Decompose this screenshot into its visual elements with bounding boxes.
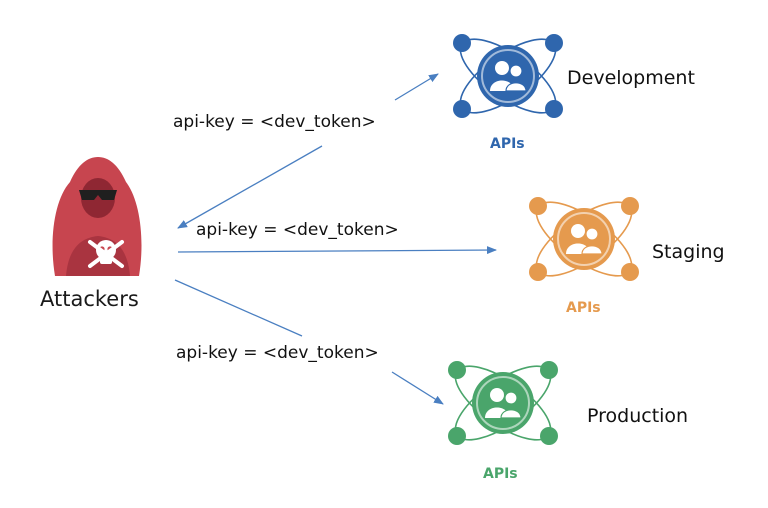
arrow-attacker-to-prod-label [174, 279, 303, 337]
arrow-to-production [391, 371, 444, 405]
arrow-to-staging [177, 246, 497, 255]
arrow-to-development [394, 73, 439, 101]
api-network-users-icon [453, 34, 563, 118]
edge-label-staging: api-key = <dev_token> [196, 220, 399, 240]
edge-label-development: api-key = <dev_token> [173, 112, 376, 132]
env-label-production: Production [587, 405, 689, 427]
api-network-users-icon [448, 361, 558, 445]
apis-label-production: APIs [483, 466, 518, 482]
env-label-development: Development [567, 67, 695, 89]
edge-label-production: api-key = <dev_token> [176, 343, 379, 363]
apis-label-development: APIs [490, 136, 525, 152]
arrow-dev-to-attacker [177, 145, 323, 229]
api-network-users-icon [529, 197, 639, 281]
attacker-label: Attackers [40, 287, 139, 311]
hooded-hacker-skull-icon [52, 157, 142, 276]
env-label-staging: Staging [652, 241, 725, 263]
apis-label-staging: APIs [566, 300, 601, 316]
